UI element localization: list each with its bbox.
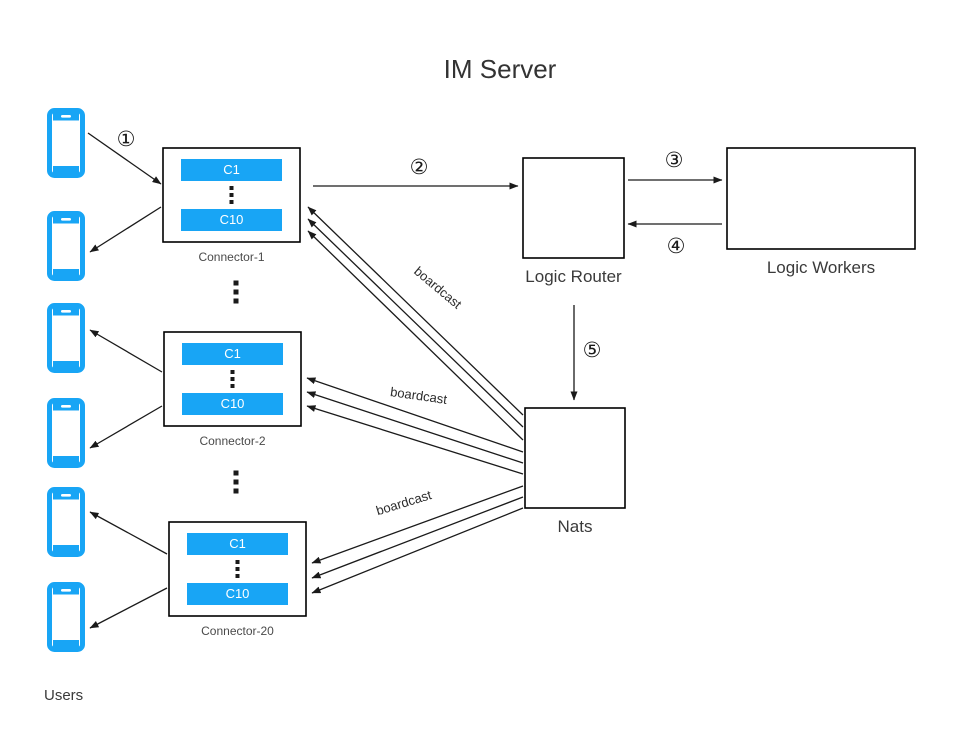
channel-bar [187,583,288,605]
step-5-badge: ⑤ [583,338,602,362]
user-link-group [87,132,168,629]
connector-name-label: Connector-20 [201,624,274,638]
connector-name-label: Connector-2 [199,434,265,448]
user-phone-icon [47,398,85,468]
user-phone-icon [47,211,85,281]
nats-to-connector-1-b [307,218,524,428]
service-node-logic-router: Logic Router [522,157,625,286]
step-badges-group: ① ② ③ ④ ⑤ [117,127,686,362]
connector-stack-ellipsis [233,470,239,494]
broadcast-label: boardcast [411,263,465,311]
page-title: IM Server [444,54,557,84]
nats-to-connector-20-c [311,507,524,594]
user-flow-arrow [89,329,163,373]
connector-ellipsis-group [233,280,239,494]
channel-label: C10 [226,586,250,601]
service-node-logic-workers: Logic Workers [726,147,916,277]
nats-to-connector-1-a [307,206,524,416]
user-flow-arrow [89,511,168,555]
nats-to-connector-20-a [311,485,524,564]
nats-broadcast-fanout-group [306,206,524,594]
channel-label: C1 [224,346,241,361]
broadcast-label: boardcast [389,384,448,407]
step-3-badge: ③ [665,148,684,172]
channel-label: C10 [221,396,245,411]
nats-to-connector-2-a [306,377,524,453]
channel-bar [182,343,283,365]
user-phone-icon [47,582,85,652]
step-1-badge: ① [117,127,136,151]
step-2-badge: ② [410,155,429,179]
connector-name-label: Connector-1 [198,250,264,264]
broadcast-labels-group: boardcast boardcast boardcast [374,263,465,518]
channel-bar [181,209,282,231]
channel-bar [181,159,282,181]
broadcast-label: boardcast [374,487,433,518]
user-flow-arrow [89,206,162,253]
user-devices-group [47,108,85,652]
user-phone-icon [47,303,85,373]
logic-router-label: Logic Router [525,267,622,286]
step-4-badge: ④ [667,234,686,258]
user-flow-arrow [89,587,168,629]
service-link-group [313,176,723,401]
nats-label: Nats [558,517,593,536]
user-phone-icon [47,108,85,178]
channel-label: C1 [229,536,246,551]
service-node-nats: Nats [524,407,626,536]
user-phone-icon [47,487,85,557]
connectors-group: C1C10Connector-1C1C10Connector-2C1C10Con… [162,147,307,638]
channel-bar [187,533,288,555]
connector-stack-ellipsis [233,280,239,304]
logic-workers-label: Logic Workers [767,258,875,277]
user-flow-arrow [89,405,163,449]
nats-to-connector-2-b [306,391,524,464]
nats-to-connector-1-c [307,230,524,441]
user-flow-arrow [87,132,162,185]
users-legend-label: Users [44,687,83,704]
nats-to-connector-20-b [311,496,524,579]
nats-to-connector-2-c [306,405,524,475]
channel-bar [182,393,283,415]
channel-label: C1 [223,162,240,177]
channel-label: C10 [220,212,244,227]
